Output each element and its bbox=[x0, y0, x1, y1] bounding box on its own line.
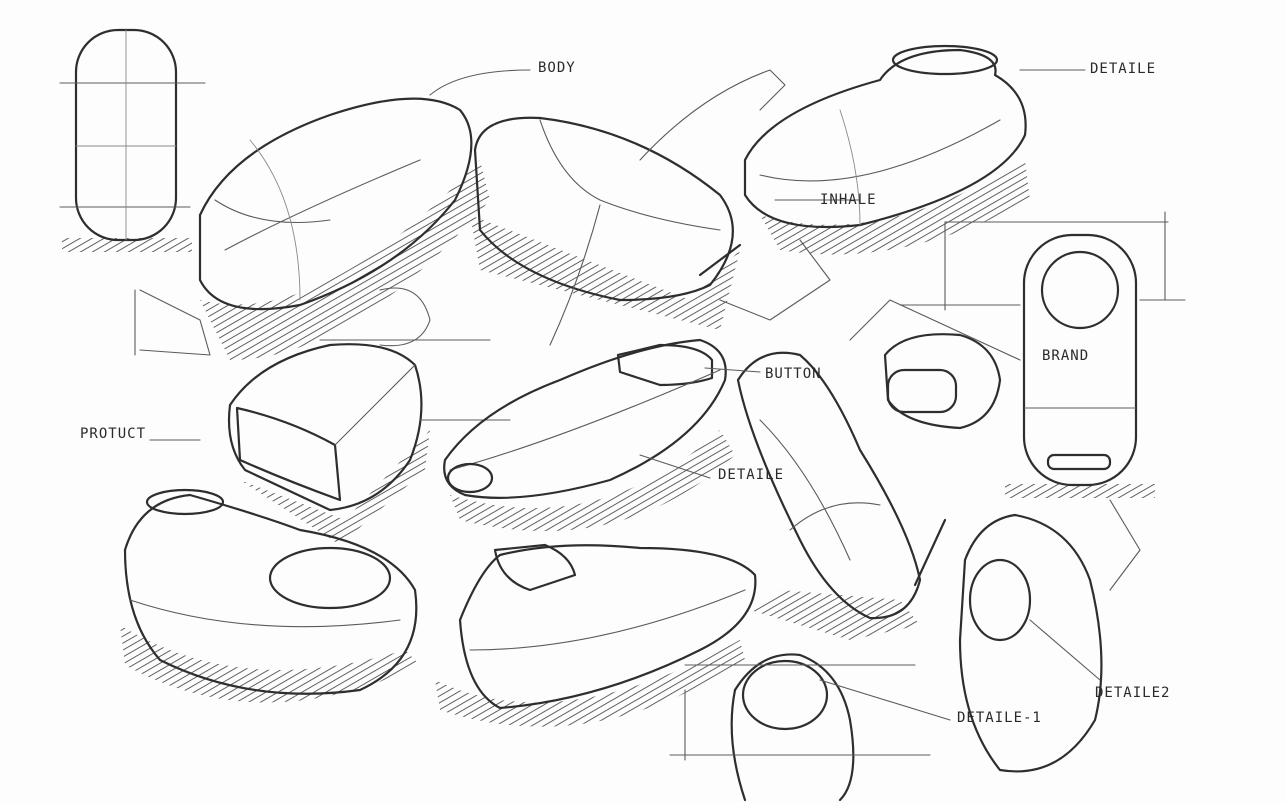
label-inhale: INHALE bbox=[820, 192, 877, 208]
sketch-body-bottom-right bbox=[958, 499, 1141, 773]
sketch-body-bottom bbox=[669, 653, 931, 802]
sketch-body-flat bbox=[470, 69, 831, 346]
sketch-body-open bbox=[227, 287, 511, 545]
sketch-body-lower-middle bbox=[435, 543, 757, 727]
label-detaile-mid: DETAILE bbox=[718, 467, 785, 483]
sketch-brand-front-view bbox=[899, 211, 1186, 498]
label-detaile-top: DETAILE bbox=[1090, 61, 1157, 77]
label-body: BODY bbox=[538, 60, 576, 76]
sketch-inhaler-top bbox=[743, 44, 1030, 255]
label-product: PROTUCT bbox=[80, 426, 147, 442]
sketch-body-lower-left bbox=[120, 488, 420, 703]
sketch-body-button bbox=[443, 338, 735, 532]
label-button: BUTTON bbox=[765, 366, 822, 382]
label-brand: BRAND bbox=[1042, 348, 1090, 364]
sketch-body-main bbox=[134, 97, 490, 360]
sketch-body-tall bbox=[736, 351, 947, 640]
sketch-body-small bbox=[849, 299, 1021, 430]
annotation-leaders bbox=[149, 69, 1101, 721]
ortho-front-view bbox=[59, 28, 206, 252]
label-detaile1: DETAILE-1 bbox=[957, 710, 1042, 726]
label-detaile2: DETAILE2 bbox=[1095, 685, 1171, 701]
